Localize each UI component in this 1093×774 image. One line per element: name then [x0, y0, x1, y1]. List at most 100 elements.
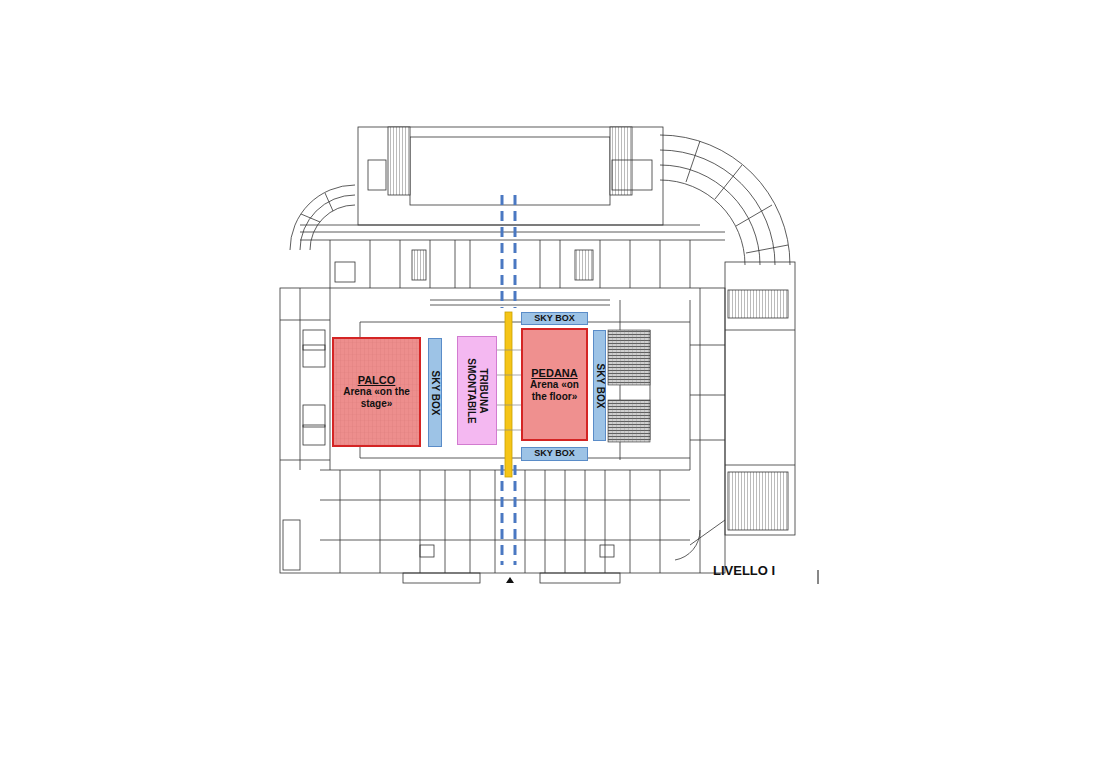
building-walls [280, 288, 725, 573]
building-walls [358, 127, 663, 225]
building-walls [660, 150, 775, 265]
area-label: Arena «on the stage» [337, 386, 416, 410]
building-walls [560, 240, 561, 288]
level-label: LIVELLO I [713, 563, 775, 578]
building-walls [612, 160, 652, 190]
building-walls [525, 470, 526, 573]
building-walls [280, 460, 330, 461]
building-walls [600, 240, 601, 288]
building-walls [400, 240, 401, 288]
building-walls [690, 345, 725, 346]
building-walls [495, 470, 496, 573]
axis-dashes [501, 195, 504, 308]
building-walls [660, 165, 760, 265]
building-walls [300, 195, 355, 250]
building-walls [430, 240, 431, 288]
building-walls [690, 240, 691, 288]
building-walls [412, 250, 426, 280]
building-walls [575, 250, 593, 280]
area-label: SKY BOX [534, 314, 574, 324]
building-walls [470, 470, 471, 573]
area-label: SKY BOX [429, 343, 441, 443]
building-walls [585, 470, 586, 573]
building-walls [410, 137, 610, 205]
area-title: PALCO [358, 374, 396, 386]
building-walls [725, 330, 795, 331]
building-walls [301, 214, 320, 222]
rotated-label: SKY BOX [594, 336, 606, 436]
building-walls [686, 141, 700, 182]
building-walls [725, 262, 795, 535]
building-walls [303, 405, 325, 427]
building-walls [728, 290, 788, 318]
building-walls [660, 470, 661, 573]
rotated-label: SKY BOX [429, 343, 441, 443]
building-walls [300, 288, 301, 470]
building-walls [470, 240, 471, 288]
tribune-rows [497, 405, 521, 406]
building-walls [430, 300, 610, 301]
building-walls [280, 320, 330, 321]
building-walls [325, 193, 333, 211]
floor-area: PEDANAArena «on the floor» [521, 328, 588, 441]
building-walls [746, 245, 788, 253]
building-walls [630, 240, 631, 288]
building-walls [455, 240, 456, 288]
building-walls [370, 240, 371, 288]
building-walls [330, 240, 331, 288]
building-walls [545, 470, 546, 573]
area-label: Arena «on the floor» [526, 379, 583, 403]
tribune-rows [497, 375, 521, 376]
building-walls [690, 440, 725, 441]
axis-dashes [514, 465, 517, 565]
axis-dashes [501, 465, 504, 565]
area-label: TRIBUNA SMONTABILE [465, 352, 489, 430]
building-walls [330, 288, 331, 470]
building-walls [290, 185, 355, 250]
building-walls [420, 470, 421, 573]
building-walls [715, 165, 742, 199]
building-walls [736, 205, 772, 226]
building-walls [320, 540, 690, 541]
building-walls [310, 205, 355, 250]
building-walls [403, 573, 480, 583]
stage-steps [332, 337, 421, 447]
building-walls [728, 472, 788, 530]
building-walls [380, 470, 381, 573]
building-walls [303, 330, 325, 350]
building-walls [303, 345, 325, 367]
building-walls [690, 520, 725, 545]
removable-stand: TRIBUNA SMONTABILE [457, 336, 497, 445]
building-walls [420, 545, 434, 557]
building-walls [300, 240, 725, 241]
building-walls [660, 180, 745, 265]
building-walls [340, 470, 341, 573]
building-walls [283, 520, 300, 570]
entrance-arrow [506, 577, 514, 583]
tribune-rows [497, 350, 521, 351]
building-walls [388, 127, 410, 195]
building-walls [303, 425, 325, 445]
sky-box: SKY BOX [521, 447, 588, 461]
building-walls [610, 127, 632, 195]
area-label: SKY BOX [594, 336, 606, 436]
building-walls [660, 135, 790, 265]
building-walls [675, 530, 700, 560]
building-walls [540, 573, 620, 583]
building-walls [600, 545, 614, 557]
tribune-rows [497, 430, 521, 431]
sky-box: SKY BOX [593, 330, 606, 441]
area-title: PEDANA [531, 367, 577, 379]
building-walls [335, 262, 355, 282]
building-walls [280, 127, 795, 583]
tribune-rows [497, 350, 521, 430]
tick-mark [818, 570, 819, 584]
axis-dashes [514, 195, 517, 308]
building-walls [605, 470, 606, 573]
axis-dashes [502, 195, 515, 565]
building-walls [660, 240, 661, 288]
building-walls [630, 470, 631, 573]
building-walls [300, 232, 725, 233]
seating-block [608, 330, 650, 385]
